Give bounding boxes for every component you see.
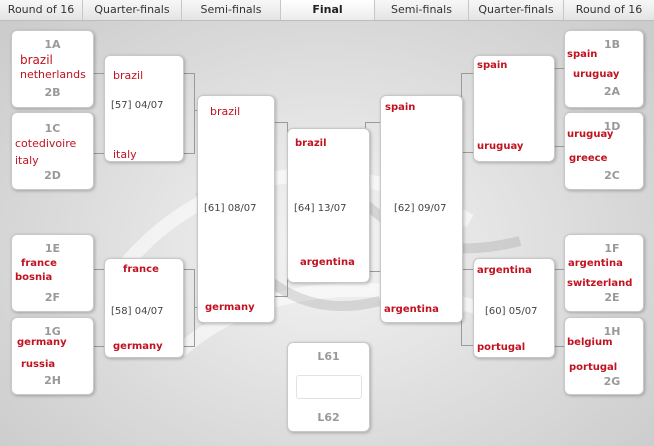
seed-bottom-label: 2H: [44, 374, 61, 387]
match-date-label: [58] 04/07: [111, 306, 164, 317]
connector-bracket: [182, 269, 195, 347]
connector-bracket: [182, 73, 195, 154]
qf-right-match[interactable]: spain uruguay: [473, 55, 555, 162]
empty-slot: [296, 375, 362, 399]
r16-left-match-4[interactable]: 1G germany russia 2H: [11, 317, 94, 395]
team-name[interactable]: belgium: [567, 337, 613, 348]
team-name[interactable]: uruguay: [567, 129, 614, 140]
seed-bottom-label: 2G: [603, 375, 621, 388]
seed-top-label: 1A: [44, 38, 61, 51]
sf-left-match-61[interactable]: brazil [61] 08/07 germany: [197, 95, 275, 323]
team-name[interactable]: switzerland: [567, 278, 633, 289]
team-name[interactable]: argentina: [384, 304, 439, 315]
header-qf-right: Quarter-finals: [469, 0, 564, 20]
team-name[interactable]: france: [21, 258, 57, 269]
seed-bottom-label: 2D: [44, 169, 61, 182]
team-name[interactable]: brazil: [113, 69, 144, 82]
team-name[interactable]: brazil: [210, 105, 241, 118]
qf-right-match-60[interactable]: argentina [60] 05/07 portugal: [473, 258, 555, 358]
match-date-label: [57] 04/07: [111, 100, 164, 111]
seed-top-label: 1C: [44, 122, 61, 135]
seed-top-label: 1E: [44, 242, 61, 255]
team-name[interactable]: cotedivoire: [15, 137, 77, 150]
connector-line: [93, 73, 105, 74]
connector-line: [553, 68, 565, 69]
r16-left-match-1[interactable]: 1A brazil netherlands 2B: [11, 30, 94, 108]
seed-top-label: 1G: [44, 325, 61, 338]
team-name[interactable]: netherlands: [20, 68, 86, 81]
seed-bottom-label: 2C: [604, 169, 620, 182]
team-name[interactable]: uruguay: [477, 141, 524, 152]
loser-label-top: L61: [317, 350, 340, 363]
team-name[interactable]: argentina: [568, 258, 623, 269]
r16-left-match-2[interactable]: 1C cotedivoire italy 2D: [11, 112, 94, 190]
match-date-label: [64] 13/07: [294, 203, 347, 214]
connector-line: [553, 269, 565, 270]
connector-line: [553, 146, 565, 147]
r16-right-match-3[interactable]: 1F argentina switzerland 2E: [564, 234, 644, 312]
connector-line: [93, 269, 105, 270]
team-name[interactable]: germany: [205, 302, 255, 313]
header-round16-left: Round of 16: [0, 0, 83, 20]
team-name[interactable]: brazil: [20, 53, 53, 67]
team-name[interactable]: italy: [15, 154, 39, 167]
team-name[interactable]: greece: [569, 153, 608, 164]
connector-line: [553, 346, 565, 347]
empty-date-slot: [480, 100, 546, 114]
team-name[interactable]: germany: [17, 337, 67, 348]
connector-line: [93, 346, 105, 347]
team-name[interactable]: brazil: [295, 138, 327, 149]
qf-left-match-57[interactable]: brazil [57] 04/07 italy: [104, 55, 184, 162]
connector-line: [93, 153, 105, 154]
header-sf-right: Semi-finals: [375, 0, 469, 20]
match-date-label: [61] 08/07: [204, 203, 257, 214]
team-name[interactable]: argentina: [300, 257, 355, 268]
round-header-bar: Round of 16 Quarter-finals Semi-finals F…: [0, 0, 654, 21]
team-name[interactable]: germany: [113, 341, 163, 352]
r16-right-match-1[interactable]: 1B spain uruguay 2A: [564, 30, 644, 108]
r16-left-match-3[interactable]: 1E france bosnia 2F: [11, 234, 94, 312]
team-name[interactable]: spain: [477, 60, 508, 71]
match-date-label: [62] 09/07: [394, 203, 447, 214]
team-name[interactable]: france: [123, 264, 159, 275]
team-name[interactable]: argentina: [477, 265, 532, 276]
team-name[interactable]: bosnia: [15, 272, 53, 283]
qf-left-match-58[interactable]: france [58] 04/07 germany: [104, 258, 184, 358]
final-match-64[interactable]: brazil [64] 13/07 argentina: [287, 128, 370, 283]
r16-right-match-2[interactable]: 1D uruguay greece 2C: [564, 112, 644, 190]
team-name[interactable]: spain: [385, 102, 416, 113]
r16-right-match-4[interactable]: 1H belgium portugal 2G: [564, 317, 644, 395]
loser-label-bottom: L62: [317, 411, 340, 424]
sf-right-match-62[interactable]: spain [62] 09/07 argentina: [380, 95, 463, 323]
seed-top-label: 1D: [603, 120, 621, 133]
team-name[interactable]: portugal: [477, 342, 526, 353]
team-name[interactable]: portugal: [569, 362, 618, 373]
seed-top-label: 1B: [603, 38, 621, 51]
header-sf-left: Semi-finals: [182, 0, 281, 20]
seed-bottom-label: 2A: [603, 85, 621, 98]
seed-bottom-label: 2F: [44, 291, 61, 304]
seed-top-label: 1F: [604, 242, 620, 255]
third-place-match[interactable]: L61 L62: [287, 342, 370, 432]
team-name[interactable]: russia: [21, 359, 56, 370]
seed-bottom-label: 2E: [604, 291, 620, 304]
team-name[interactable]: spain: [567, 49, 598, 60]
header-round16-right: Round of 16: [575, 3, 643, 16]
header-qf-left: Quarter-finals: [83, 0, 182, 20]
match-date-label: [60] 05/07: [485, 306, 538, 317]
seed-top-label: 1H: [603, 325, 621, 338]
team-name[interactable]: uruguay: [573, 69, 620, 80]
header-final: Final: [281, 0, 375, 20]
team-name[interactable]: italy: [113, 148, 137, 161]
seed-bottom-label: 2B: [44, 86, 61, 99]
